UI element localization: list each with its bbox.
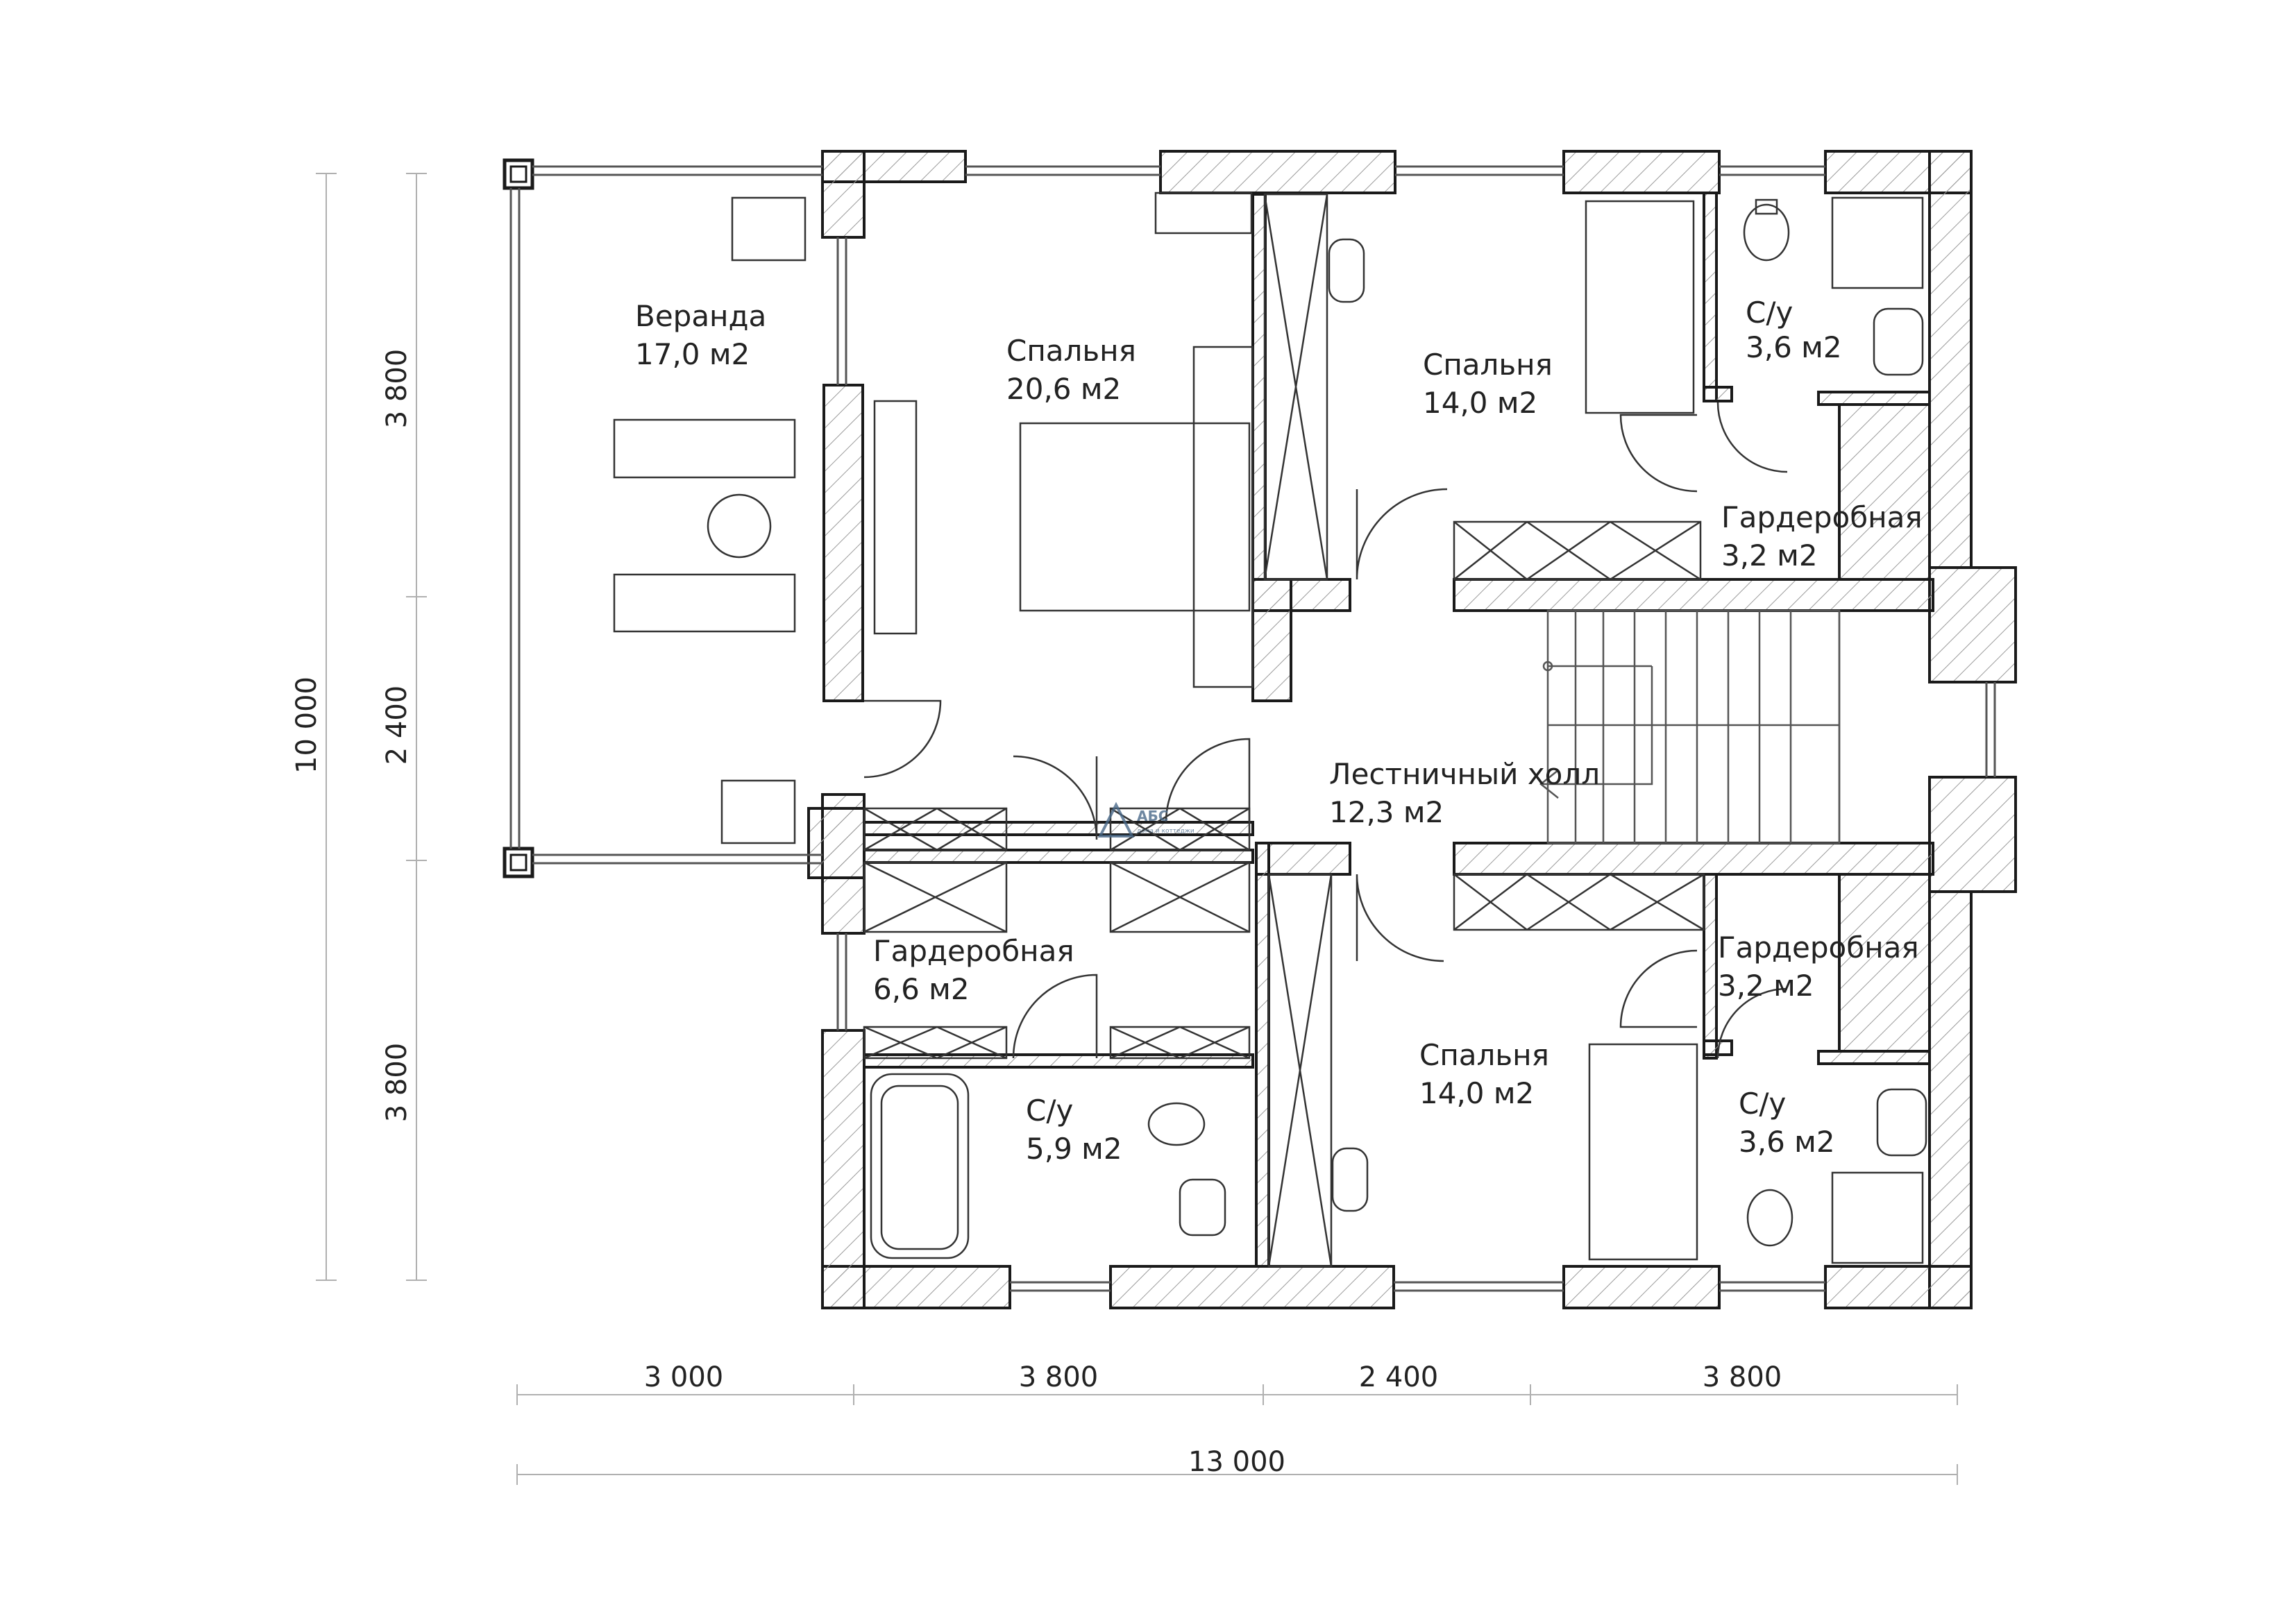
room-area-wardrobe-left: 6,6 м2: [873, 972, 970, 1006]
room-name-bedroom-top: Спальня: [1423, 348, 1553, 382]
dim-v-total: 10 000: [291, 677, 323, 774]
single-bed-top: [1585, 200, 1695, 414]
room-area-stair-hall: 12,3 м2: [1329, 795, 1444, 829]
furniture: [613, 192, 1927, 1268]
tv-stand: [873, 400, 918, 635]
wardrobe-top-bedroom: [1154, 192, 1253, 235]
room-name-bath-left: С/у: [1026, 1094, 1073, 1128]
toilet-left: [1147, 1102, 1206, 1146]
room-name-bedroom-bottom: Спальня: [1419, 1038, 1549, 1072]
chair-top-bedroom: [1328, 238, 1365, 303]
shower-bottom: [1831, 1171, 1924, 1264]
staircase: [1539, 609, 1841, 844]
room-labels: Веранда 17,0 м2 Спальня 20,6 м2 Спальня …: [635, 296, 1923, 1166]
sink-top: [1873, 307, 1924, 376]
nightstands: [1192, 346, 1254, 688]
wardrobe-closet-bottom: [1453, 873, 1705, 931]
veranda-armchair-top: [731, 196, 807, 262]
room-area-wardrobe-bottom: 3,2 м2: [1718, 969, 1814, 1003]
dimension-labels: 3 000 3 800 2 400 3 800 13 000 3 800 2 4…: [291, 349, 1782, 1478]
closet-top-bedroom: [1263, 193, 1328, 581]
double-bed: [1019, 422, 1251, 612]
room-name-stair-hall: Лестничный холл: [1329, 757, 1600, 791]
dimension-lines: [316, 173, 1958, 1485]
sunbed-bottom: [613, 573, 796, 633]
room-name-bath-top: С/у: [1746, 296, 1793, 330]
toilet-bottom: [1746, 1189, 1793, 1247]
logo-text: АБС: [1137, 808, 1168, 824]
room-area-veranda: 17,0 м2: [635, 337, 750, 371]
dim-h-4: 3 800: [1703, 1361, 1782, 1393]
dim-v-2: 2 400: [381, 686, 413, 765]
chair-bottom-bedroom: [1331, 1147, 1369, 1212]
room-name-veranda: Веранда: [635, 299, 766, 333]
closet-bottom-bedroom: [1267, 873, 1333, 1268]
wardrobe-closet-top: [1453, 520, 1702, 581]
room-area-bedroom-master: 20,6 м2: [1006, 372, 1121, 406]
shower-top: [1831, 196, 1924, 289]
room-area-bedroom-bottom: 14,0 м2: [1419, 1076, 1534, 1110]
doors: [863, 402, 1788, 1059]
room-name-bedroom-master: Спальня: [1006, 334, 1136, 368]
round-table: [707, 493, 772, 559]
dim-h-3: 2 400: [1359, 1361, 1439, 1393]
room-name-bath-bottom: С/у: [1739, 1087, 1786, 1121]
dim-h-2: 3 800: [1019, 1361, 1099, 1393]
room-area-bedroom-top: 14,0 м2: [1423, 386, 1537, 420]
sink-left: [1179, 1178, 1226, 1237]
sunbed-top: [613, 418, 796, 479]
room-name-wardrobe-bottom: Гардеробная: [1718, 931, 1919, 965]
room-name-wardrobe-top: Гардеробная: [1721, 500, 1923, 534]
bathtub: [870, 1073, 970, 1259]
logo-subtitle: дома и коттеджи: [1137, 828, 1195, 835]
room-area-bath-top: 3,6 м2: [1746, 330, 1842, 364]
dim-h-1: 3 000: [644, 1361, 724, 1393]
room-area-bath-bottom: 3,6 м2: [1739, 1125, 1835, 1159]
dim-h-total: 13 000: [1188, 1446, 1285, 1478]
room-area-bath-left: 5,9 м2: [1026, 1132, 1122, 1166]
sink-bottom: [1876, 1088, 1927, 1157]
veranda-armchair-bottom: [720, 779, 796, 844]
company-logo: АБС дома и коттеджи: [1097, 801, 1195, 838]
room-area-wardrobe-top: 3,2 м2: [1721, 538, 1818, 572]
toilet-top: [1743, 203, 1790, 262]
dim-v-1: 3 800: [381, 349, 413, 429]
single-bed-bottom: [1588, 1043, 1698, 1261]
room-name-wardrobe-left: Гардеробная: [873, 934, 1074, 968]
veranda-frame: [503, 158, 822, 878]
windows: [836, 165, 1996, 1292]
dim-v-3: 3 800: [381, 1043, 413, 1123]
logo-triangle-icon: [1097, 801, 1135, 838]
exterior-walls: [807, 150, 2017, 1309]
